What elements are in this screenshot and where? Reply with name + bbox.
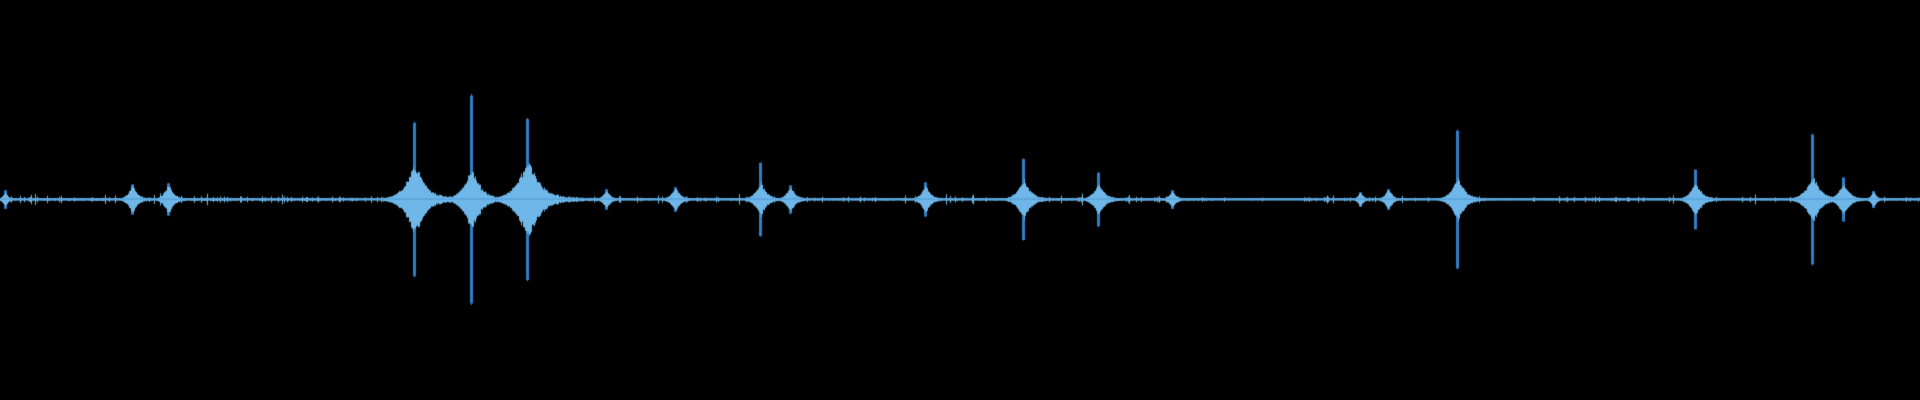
audio-waveform-viewer[interactable] bbox=[0, 0, 1920, 400]
waveform-canvas[interactable] bbox=[0, 0, 1920, 400]
